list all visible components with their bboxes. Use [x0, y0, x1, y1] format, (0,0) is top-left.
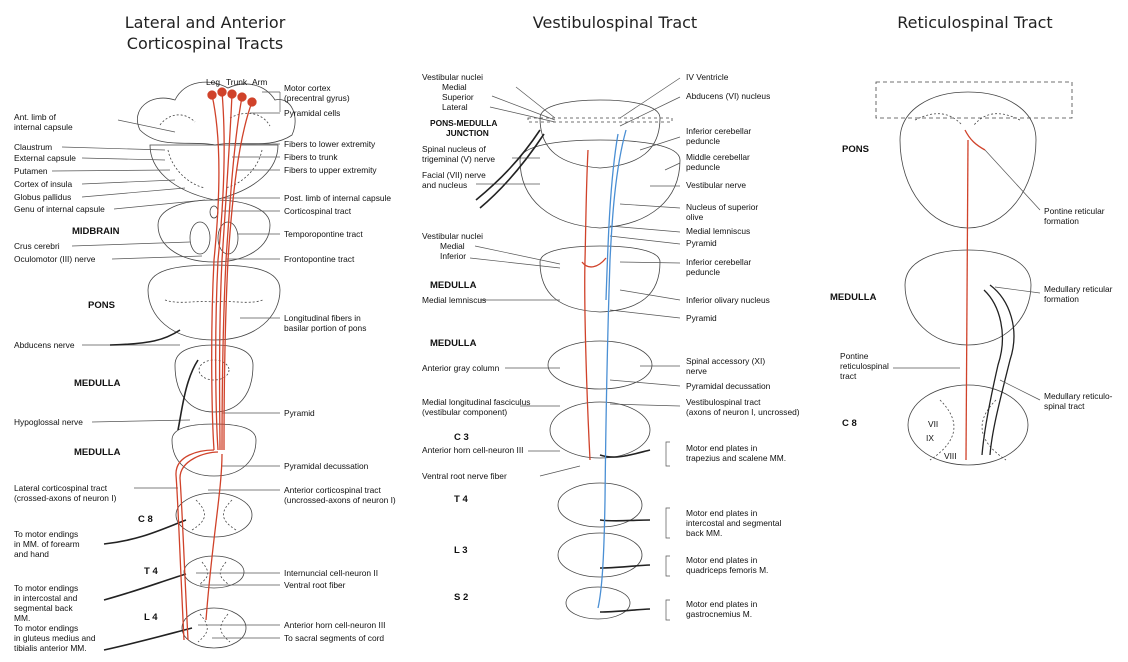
p1-corticospinal: Corticospinal tract — [284, 207, 351, 217]
p3-pontine-rs-3: tract — [840, 372, 856, 382]
p2-ventral-root: Ventral root nerve fiber — [422, 472, 507, 482]
p2-decussation: Pyramidal decussation — [686, 382, 770, 392]
p1-putamen: Putamen — [14, 167, 48, 177]
p3-ix-label: IX — [926, 434, 934, 444]
p1-leg-label: Leg — [206, 78, 220, 88]
p3-med-rs-2: spinal tract — [1044, 402, 1085, 412]
p2-abducens: Abducens (VI) nucleus — [686, 92, 770, 102]
p1-decussation: Pyramidal decussation — [284, 462, 368, 472]
p3-section-medulla: MEDULLA — [830, 292, 876, 303]
p1-genu: Genu of internal capsule — [14, 205, 105, 215]
p1-trunk-label: Trunk — [226, 78, 247, 88]
p2-pyramid-2: Pyramid — [686, 314, 717, 324]
p1-fibers-upper: Fibers to upper extremity — [284, 166, 377, 176]
p2-med-lemniscus-r: Medial lemniscus — [686, 227, 750, 237]
p2-icp-4: peduncle — [686, 268, 720, 278]
p3-section-c8: C 8 — [842, 418, 857, 429]
p1-claustrum: Claustrum — [14, 143, 52, 153]
p1-ant-limb-2: internal capsule — [14, 123, 73, 133]
p1-ventral-root: Ventral root fiber — [284, 581, 345, 591]
p3-pontine-ret-2: formation — [1044, 217, 1079, 227]
p1-anterior-ct-2: (uncrossed-axons of neuron I) — [284, 496, 396, 506]
p2-sections — [520, 100, 680, 619]
p1-section-medulla-2: MEDULLA — [74, 447, 120, 458]
p1-section-midbrain: MIDBRAIN — [72, 226, 120, 237]
p2-med-lemniscus: Medial lemniscus — [422, 296, 486, 306]
p2-sup-olive-2: olive — [686, 213, 703, 223]
p3-sections — [876, 82, 1072, 465]
p2-section-medulla: MEDULLA — [430, 280, 476, 291]
p1-forearm-3: and hand — [14, 550, 49, 560]
p2-vest-nerve: Vestibular nerve — [686, 181, 746, 191]
p2-junction-2: JUNCTION — [446, 129, 489, 139]
p2-spinal-nuc-2: trigeminal (V) nerve — [422, 155, 495, 165]
p2-pyramid: Pyramid — [686, 239, 717, 249]
p2-icp-2: peduncle — [686, 137, 720, 147]
p2-mep-t4-3: back MM. — [686, 529, 722, 539]
p1-fibers-trunk: Fibers to trunk — [284, 153, 338, 163]
p1-post-limb: Post. limb of internal capsule — [284, 194, 391, 204]
p1-globus-pallidus: Globus pallidus — [14, 193, 71, 203]
p3-vii-label: VII — [928, 420, 938, 430]
p2-section-l3: L 3 — [454, 545, 468, 556]
p2-facial-2: and nucleus — [422, 181, 467, 191]
p1-sacral: To sacral segments of cord — [284, 634, 384, 644]
p3-reticulospinal-tract — [965, 130, 1014, 460]
p2-section-s2: S 2 — [454, 592, 468, 603]
p1-crus: Crus cerebri — [14, 242, 60, 252]
p2-section-medulla-2: MEDULLA — [430, 338, 476, 349]
p1-external-capsule: External capsule — [14, 154, 76, 164]
p2-mep-s2-2: gastrocnemius M. — [686, 610, 752, 620]
p1-section-c8: C 8 — [138, 514, 153, 525]
p1-frontopontine: Frontopontine tract — [284, 255, 354, 265]
p2-leaders — [470, 78, 680, 620]
p1-pyramid: Pyramid — [284, 409, 315, 419]
p1-gluteus-3: tibialis anterior MM. — [14, 644, 87, 654]
p1-section-medulla-1: MEDULLA — [74, 378, 120, 389]
p1-corticospinal-tract — [176, 88, 256, 640]
p2-mep-l3-2: quadriceps femoris M. — [686, 566, 768, 576]
p1-hypoglossal: Hypoglossal nerve — [14, 418, 83, 428]
p1-internuncial: Internuncial cell-neuron II — [284, 569, 378, 579]
p1-oculomotor: Oculomotor (III) nerve — [14, 255, 95, 265]
p1-pyramidal-cells: Pyramidal cells — [284, 109, 340, 119]
p1-cortex-insula: Cortex of insula — [14, 180, 72, 190]
p1-abducens: Abducens nerve — [14, 341, 75, 351]
p3-section-pons: PONS — [842, 144, 869, 155]
p1-temporopontine: Temporopontine tract — [284, 230, 363, 240]
p2-nerves — [476, 130, 650, 612]
p3-med-ret-2: formation — [1044, 295, 1079, 305]
p2-section-c3: C 3 — [454, 432, 469, 443]
p2-mlf-2: (vestibular component) — [422, 408, 507, 418]
p1-section-l4: L 4 — [144, 612, 158, 623]
p2-vestibulospinal-tract-red — [582, 150, 606, 460]
p3-viii-label: VIII — [944, 452, 957, 462]
p2-vst-2: (axons of neuron I, uncrossed) — [686, 408, 800, 418]
p2-section-t4: T 4 — [454, 494, 468, 505]
p1-lateral-ct-2: (crossed-axons of neuron I) — [14, 494, 116, 504]
p1-anterior-horn: Anterior horn cell-neuron III — [284, 621, 385, 631]
p2-accessory-2: nerve — [686, 367, 707, 377]
p2-lateral: Lateral — [442, 103, 468, 113]
p2-iv-ventricle: IV Ventricle — [686, 73, 728, 83]
p2-ant-horn: Anterior horn cell-neuron III — [422, 446, 523, 456]
p1-arm-label: Arm — [252, 78, 267, 88]
p1-precentral: (precentral gyrus) — [284, 94, 350, 104]
p2-inf-olivary: Inferior olivary nucleus — [686, 296, 770, 306]
p1-section-t4: T 4 — [144, 566, 158, 577]
p1-longitudinal-2: basilar portion of pons — [284, 324, 366, 334]
p2-mcp-2: peduncle — [686, 163, 720, 173]
p2-ant-gray: Anterior gray column — [422, 364, 499, 374]
p1-section-pons: PONS — [88, 300, 115, 311]
p2-inferior: Inferior — [440, 252, 466, 262]
p2-mep-c3-2: trapezius and scalene MM. — [686, 454, 786, 464]
p1-fibers-lower: Fibers to lower extremity — [284, 140, 375, 150]
